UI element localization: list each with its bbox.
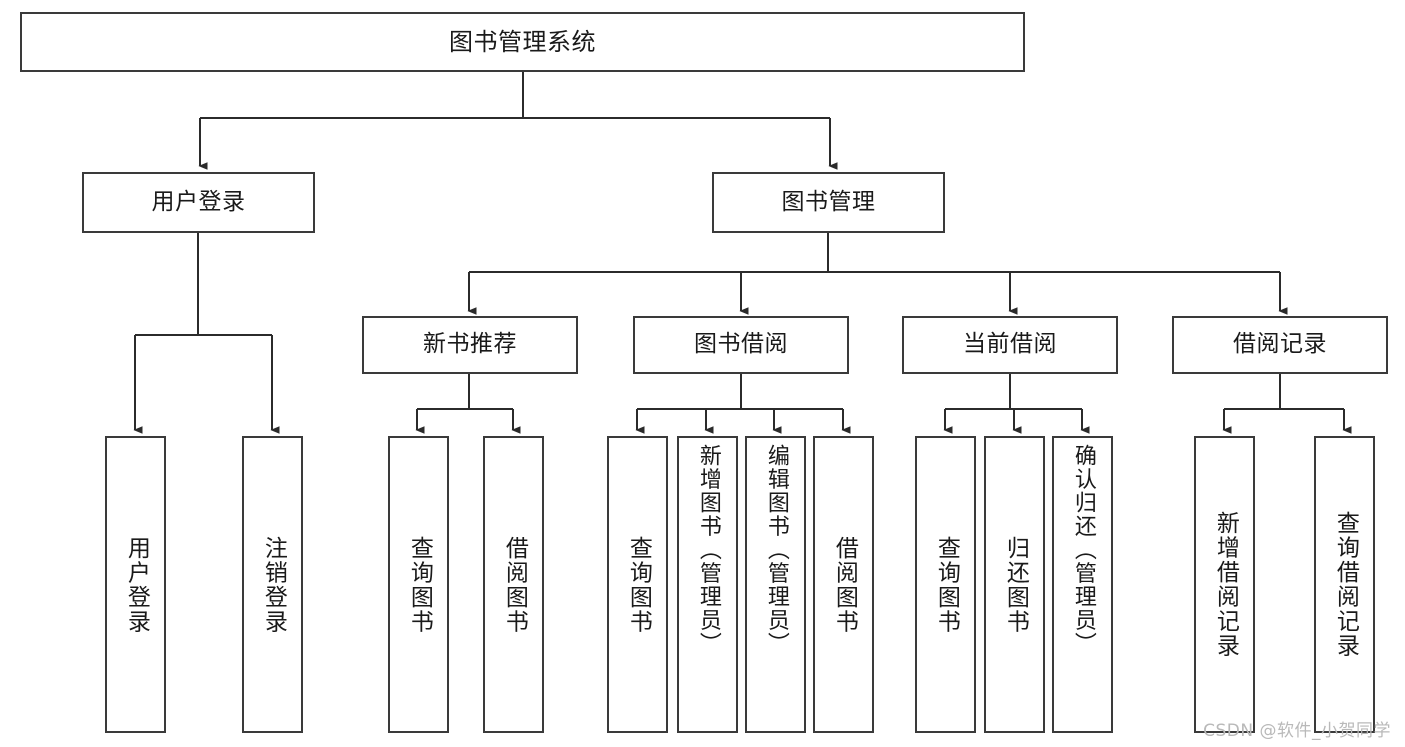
leaf-current-borrow-query-book[interactable]: 查询图书 (915, 436, 976, 733)
node-new-book-recommend[interactable]: 新书推荐 (362, 316, 578, 374)
node-label: 图书借阅 (694, 331, 788, 358)
node-book-borrow[interactable]: 图书借阅 (633, 316, 849, 374)
node-current-borrow[interactable]: 当前借阅 (902, 316, 1118, 374)
csdn-watermark: CSDN @软件_小贺同学 (1203, 721, 1391, 741)
node-book-management[interactable]: 图书管理 (712, 172, 945, 233)
node-borrow-records[interactable]: 借阅记录 (1172, 316, 1388, 374)
node-label: 借阅图书 (501, 535, 528, 634)
node-label: 借阅图书 (831, 535, 858, 634)
leaf-book-borrow-add-book-admin[interactable]: 新增图书（管理员） (677, 436, 738, 733)
node-label: 编辑图书（管理员） (763, 444, 789, 656)
node-label: 查询借阅记录 (1332, 511, 1359, 658)
node-user-login[interactable]: 用户登录 (82, 172, 315, 233)
node-label: 确认归还（管理员） (1070, 444, 1096, 656)
node-label: 查询图书 (406, 535, 433, 634)
leaf-user-login-sign-out[interactable]: 注销登录 (242, 436, 303, 733)
leaf-borrow-records-query-record[interactable]: 查询借阅记录 (1314, 436, 1375, 733)
leaf-borrow-records-add-record[interactable]: 新增借阅记录 (1194, 436, 1255, 733)
leaf-current-borrow-confirm-return-admin[interactable]: 确认归还（管理员） (1052, 436, 1113, 733)
node-label: 用户登录 (151, 188, 246, 215)
node-label: 查询图书 (933, 535, 960, 634)
leaf-book-borrow-borrow-book[interactable]: 借阅图书 (813, 436, 874, 733)
node-label: 图书管理 (781, 188, 876, 215)
node-label: 新增图书（管理员） (695, 444, 721, 656)
node-label: 用户登录 (123, 535, 150, 634)
leaf-current-borrow-return-book[interactable]: 归还图书 (984, 436, 1045, 733)
leaf-new-book-borrow-book[interactable]: 借阅图书 (483, 436, 544, 733)
node-label: 新增借阅记录 (1212, 511, 1239, 658)
leaf-book-borrow-query-book[interactable]: 查询图书 (607, 436, 668, 733)
node-root-book-management-system[interactable]: 图书管理系统 (20, 12, 1025, 72)
leaf-book-borrow-edit-book-admin[interactable]: 编辑图书（管理员） (745, 436, 806, 733)
node-label: 当前借阅 (963, 331, 1057, 358)
leaf-new-book-query-book[interactable]: 查询图书 (388, 436, 449, 733)
node-label: 图书管理系统 (449, 27, 596, 56)
node-label: 查询图书 (625, 535, 652, 634)
node-label: 归还图书 (1002, 535, 1029, 634)
leaf-user-login-sign-in[interactable]: 用户登录 (105, 436, 166, 733)
node-label: 借阅记录 (1233, 331, 1327, 358)
node-label: 注销登录 (260, 535, 287, 634)
node-label: 新书推荐 (423, 331, 517, 358)
